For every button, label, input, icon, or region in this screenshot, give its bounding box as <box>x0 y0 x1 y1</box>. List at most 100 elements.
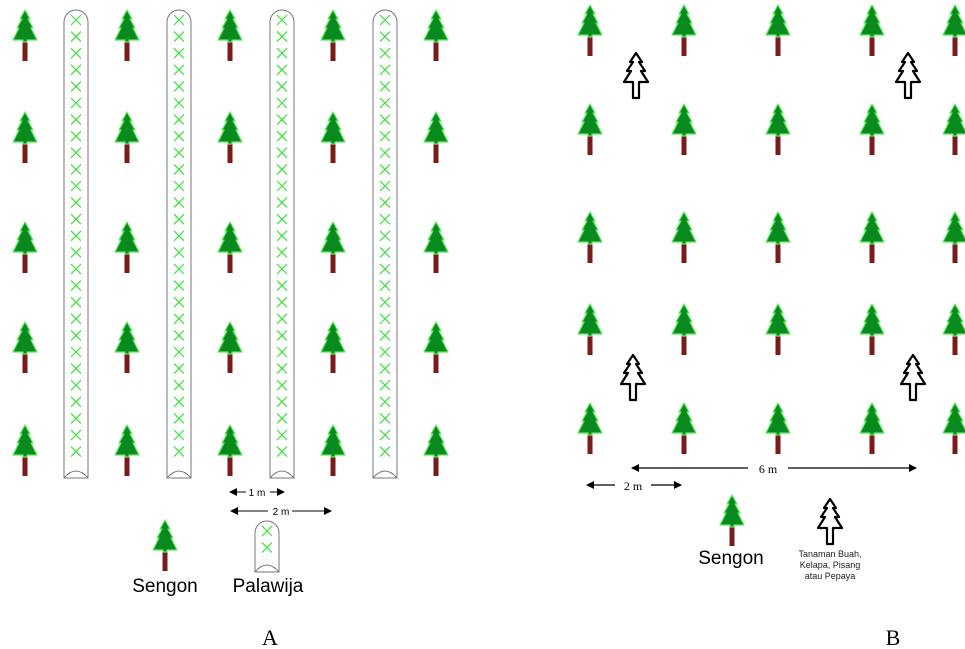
legend-fruit-tree-icon <box>816 497 844 546</box>
crop-x-mark <box>70 280 82 292</box>
crop-x-mark <box>173 363 185 375</box>
crop-x-mark <box>379 329 391 341</box>
crop-x-mark <box>379 230 391 242</box>
dimension-1m-label: 1 m <box>249 488 266 499</box>
crop-x-mark <box>276 363 288 375</box>
sengon-tree-icon <box>12 9 38 61</box>
palawija-strip <box>269 9 295 479</box>
crop-x-mark <box>379 263 391 275</box>
legend-sengon-label: Sengon <box>132 576 198 597</box>
sengon-tree-icon <box>942 4 965 56</box>
crop-x-mark <box>379 14 391 26</box>
crop-x-mark <box>276 446 288 458</box>
crop-x-mark <box>276 263 288 275</box>
crop-x-mark <box>379 31 391 43</box>
crop-x-mark <box>173 213 185 225</box>
crop-x-mark <box>173 396 185 408</box>
crop-x-mark <box>379 47 391 59</box>
legend-b-sengon-label: Sengon <box>698 548 764 569</box>
sengon-tree-icon <box>217 111 243 163</box>
crop-x-mark <box>173 329 185 341</box>
crop-x-mark <box>276 114 288 126</box>
dimension-1m: 1 m <box>229 485 285 499</box>
crop-x-mark <box>70 429 82 441</box>
sengon-tree-icon <box>320 111 346 163</box>
crop-x-mark <box>173 412 185 424</box>
crop-x-mark <box>173 147 185 159</box>
crop-x-mark <box>70 396 82 408</box>
sengon-tree-icon <box>114 221 140 273</box>
crop-x-mark <box>276 147 288 159</box>
crop-x-mark <box>379 180 391 192</box>
crop-x-mark <box>173 313 185 325</box>
crop-x-mark <box>379 446 391 458</box>
panel-a-letter: A <box>262 625 278 649</box>
crop-x-mark <box>276 64 288 76</box>
sengon-tree-icon <box>12 221 38 273</box>
crop-x-mark <box>70 263 82 275</box>
sengon-tree-icon <box>577 303 603 355</box>
sengon-tree-icon <box>217 424 243 476</box>
crop-x-mark <box>276 429 288 441</box>
crop-x-mark <box>173 114 185 126</box>
crop-x-mark <box>70 296 82 308</box>
crop-x-mark <box>70 230 82 242</box>
crop-x-mark <box>70 346 82 358</box>
legend-b-sengon-icon <box>719 494 745 546</box>
crop-x-mark <box>379 379 391 391</box>
crop-x-mark <box>276 246 288 258</box>
palawija-strips <box>63 9 398 479</box>
crop-x-mark <box>70 80 82 92</box>
crop-x-mark <box>173 163 185 175</box>
sengon-tree-icon <box>114 111 140 163</box>
dimension-6m-label: 6 m <box>759 462 778 476</box>
sengon-tree-icon <box>577 4 603 56</box>
palawija-strip <box>63 9 89 479</box>
crop-x-mark <box>70 180 82 192</box>
crop-x-mark <box>173 80 185 92</box>
sengon-tree-icon <box>765 103 791 155</box>
crop-x-mark <box>379 363 391 375</box>
sengon-tree-icon <box>719 494 745 546</box>
crop-x-mark <box>173 280 185 292</box>
crop-x-mark <box>276 14 288 26</box>
sengon-tree-grid <box>12 9 449 476</box>
sengon-tree-icon <box>765 303 791 355</box>
crop-x-mark <box>173 296 185 308</box>
crop-x-mark <box>70 246 82 258</box>
sengon-tree-icon <box>942 303 965 355</box>
legend-fruit-label-1: Tanaman Buah, <box>798 549 861 559</box>
sengon-tree-icon <box>671 4 697 56</box>
crop-x-mark <box>276 80 288 92</box>
crop-x-mark <box>173 246 185 258</box>
sengon-tree-icon <box>765 402 791 454</box>
crop-x-mark <box>70 313 82 325</box>
crop-x-mark <box>276 130 288 142</box>
crop-x-mark <box>70 14 82 26</box>
crop-x-mark <box>276 329 288 341</box>
crop-x-mark <box>173 197 185 209</box>
sengon-tree-icon <box>423 111 449 163</box>
sengon-tree-icon <box>217 321 243 373</box>
sengon-tree-icon <box>859 211 885 263</box>
crop-x-mark <box>379 280 391 292</box>
sengon-tree-icon <box>12 111 38 163</box>
crop-x-mark <box>276 213 288 225</box>
crop-x-mark <box>379 147 391 159</box>
crop-x-mark <box>276 31 288 43</box>
crop-x-mark <box>276 379 288 391</box>
crop-x-mark <box>70 97 82 109</box>
sengon-tree-icon <box>320 221 346 273</box>
crop-x-mark <box>173 97 185 109</box>
crop-x-mark <box>276 346 288 358</box>
sengon-tree-icon <box>12 424 38 476</box>
sengon-tree-icon <box>320 9 346 61</box>
crop-x-mark <box>70 114 82 126</box>
dimension-2m-a: 2 m <box>230 504 332 518</box>
fruit-tree-icon <box>622 51 650 100</box>
crop-x-mark <box>173 64 185 76</box>
crop-x-mark <box>276 296 288 308</box>
sengon-tree-icon <box>942 402 965 454</box>
crop-x-mark <box>70 412 82 424</box>
crop-x-mark <box>173 14 185 26</box>
